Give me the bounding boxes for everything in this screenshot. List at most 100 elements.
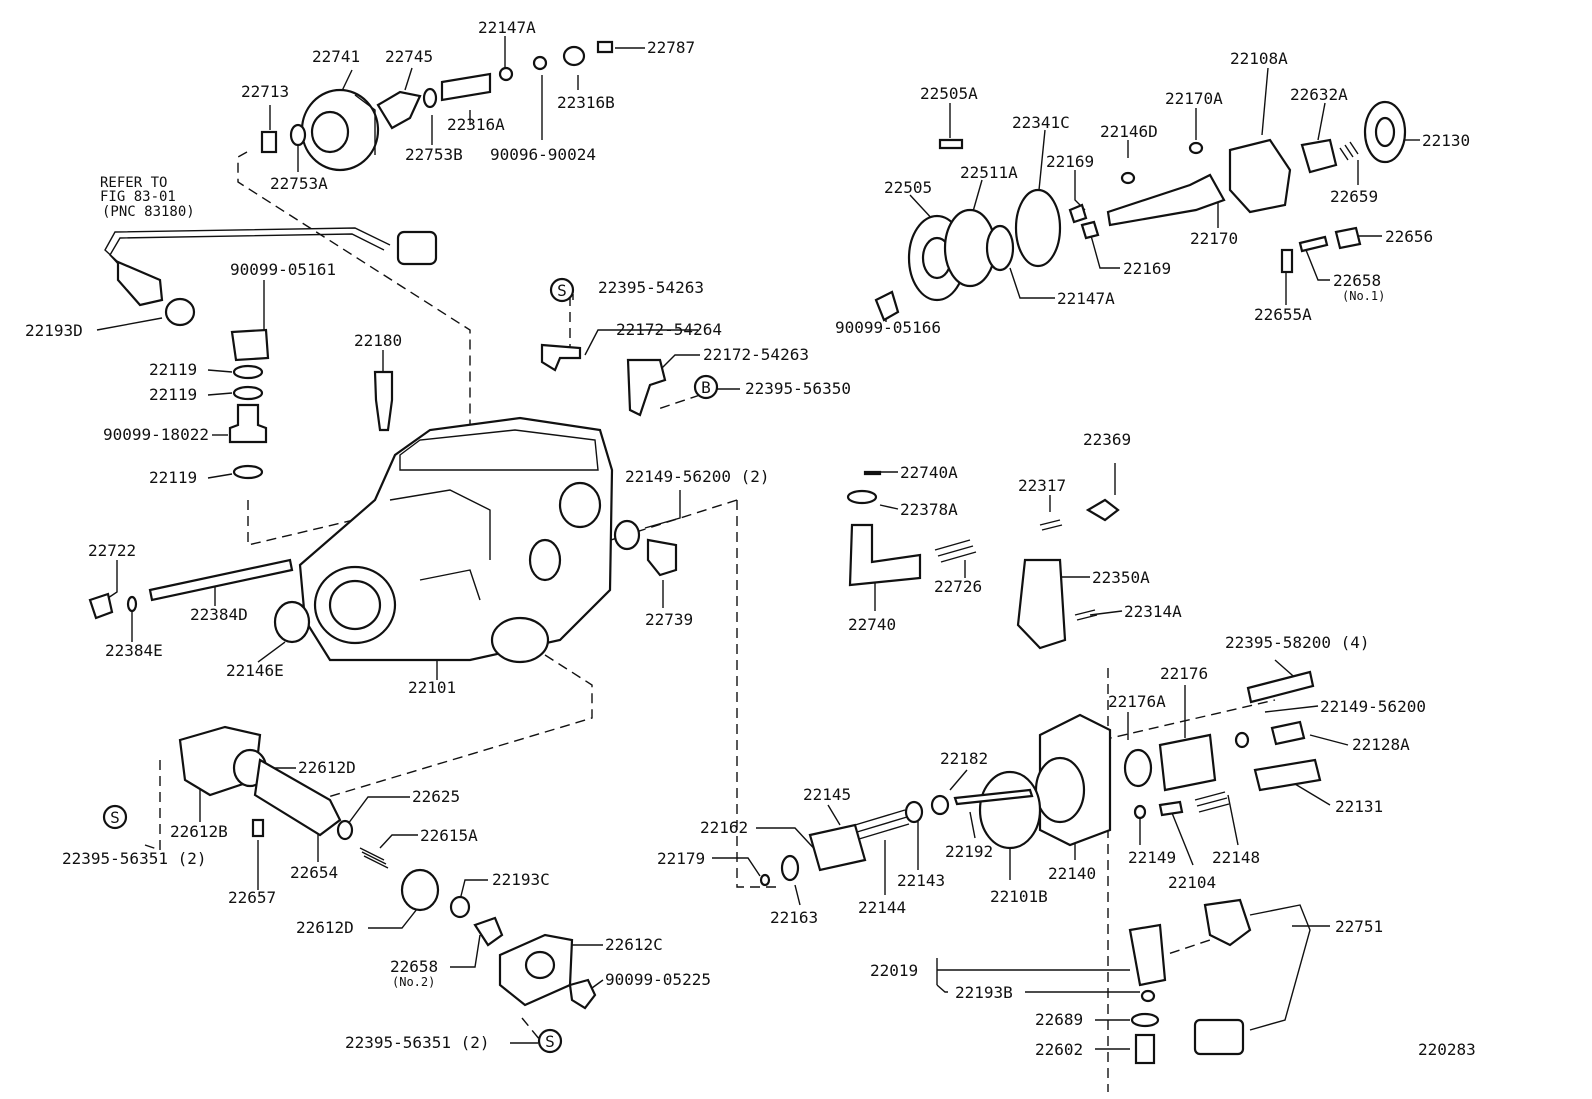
washer-22625 [336,819,354,841]
refer-note-line-3: (PNC 83180) [102,204,195,220]
spring-22726 [934,539,977,563]
governor-shaft [440,72,492,102]
adjusting-screw-22384d [148,558,294,602]
label-22602: 22602 [1035,1040,1083,1059]
label-22147a-top: 22147A [478,18,536,37]
ring-22384e [126,595,138,613]
washer-22163 [780,854,800,882]
label-22615a: 22615A [420,826,478,845]
label-22612c: 22612C [605,935,663,954]
screw-22787 [596,40,614,54]
label-22745: 22745 [385,47,433,66]
spring-22148 [1194,791,1230,813]
label-22192: 22192 [945,842,993,861]
label-22193c: 22193C [492,870,550,889]
s-marker-letter: S [545,1032,555,1051]
label-22722: 22722 [88,541,136,560]
label-90099-05166: 90099-05166 [835,318,941,337]
gear-22632a [1300,138,1338,174]
label-22146e: 22146E [226,661,284,680]
governor-plate [260,130,278,154]
bolt-22395-58200 [1246,670,1315,704]
label-22612d-b: 22612D [296,918,354,937]
clip-22656 [1334,226,1362,250]
bracket-22172-54263 [626,358,667,417]
label-22740a: 22740A [900,463,958,482]
label-22148: 22148 [1212,848,1260,867]
label-22193b: 22193B [955,983,1013,1002]
label-22149-56200-2: 22149-56200 (2) [625,467,770,486]
sensor-body [116,260,164,307]
label-22350a: 22350A [1092,568,1150,587]
spring-22144 [854,809,910,840]
s-marker-22395-56351-a [102,804,128,830]
gasket-22689 [1130,1012,1160,1028]
label-22656: 22656 [1385,227,1433,246]
label-22101b: 22101B [990,887,1048,906]
rotor-22341c [1014,188,1062,268]
label-22119-c: 22119 [149,468,197,487]
pin-22740a [863,470,882,476]
label-22658-no2: 22658 [390,957,438,976]
plunger-22192 [953,788,1034,806]
timer-piston-22654 [253,758,342,837]
label-22162: 22162 [700,818,748,837]
label-22395-56351-b: 22395-56351 (2) [345,1033,490,1052]
cap-22722 [88,592,114,620]
label-22128a: 22128A [1352,735,1410,754]
o-ring-22193b [1140,989,1156,1003]
gasket-22149 [613,519,641,551]
label-22740: 22740 [848,615,896,634]
vane-22169-b [1080,220,1100,240]
label-22170: 22170 [1190,229,1238,248]
valve-22128a [1270,720,1306,746]
label-22753b: 22753B [405,145,463,164]
label-22169-a: 22169 [1046,152,1094,171]
pump-housing [298,416,614,664]
label-22713: 22713 [241,82,289,101]
label-22741: 22741 [312,47,360,66]
label-22179: 22179 [657,849,705,868]
label-22395-54263: 22395-54263 [598,278,704,297]
b-marker-22395-56350 [693,374,719,400]
label-22131: 22131 [1335,797,1383,816]
lever-22350a [1016,558,1067,650]
o-ring-22612d-b [400,868,440,912]
label-22395-56351-a: 22395-56351 (2) [62,849,207,868]
washer-90096 [532,55,548,71]
label-22146d: 22146D [1100,122,1158,141]
label-22104: 22104 [1168,873,1216,892]
valve-90099-18022 [228,403,268,444]
label-22149: 22149 [1128,848,1176,867]
label-22130: 22130 [1422,131,1470,150]
s-marker-letter: S [557,281,567,300]
label-22143: 22143 [897,871,945,890]
label-22172-54264: 22172-54264 [616,320,722,339]
governor-weight-holder [300,88,380,172]
washer-22182 [930,794,950,816]
spring-22314a [1074,609,1098,621]
label-22511a: 22511A [960,163,1018,182]
label-22657: 22657 [228,888,276,907]
coupling-22108a [1228,138,1292,214]
ring-22378a [846,489,878,505]
label-22316b: 22316B [557,93,615,112]
gasket-22119-b [232,385,264,401]
bolt-22658-no1 [1298,235,1329,253]
label-22169-b: 22169 [1123,259,1171,278]
label-22119-b: 22119 [149,385,197,404]
ring-22147a-right [985,224,1015,272]
label-22505a: 22505A [920,84,978,103]
label-22317: 22317 [1018,476,1066,495]
pin-22657 [251,818,265,838]
label-22316a: 22316A [447,115,505,134]
seat-22143 [904,800,924,824]
valve-holder-22176 [1158,733,1217,792]
solenoid-cap-22751 [1203,898,1252,947]
gasket-22149-56200 [1234,731,1250,749]
label-22689: 22689 [1035,1010,1083,1029]
drive-shaft-22170 [1106,173,1226,227]
label-90099-18022: 90099-18022 [103,425,209,444]
label-22395-58200-4: 22395-58200 (4) [1225,633,1370,652]
washer-22179 [759,873,771,887]
